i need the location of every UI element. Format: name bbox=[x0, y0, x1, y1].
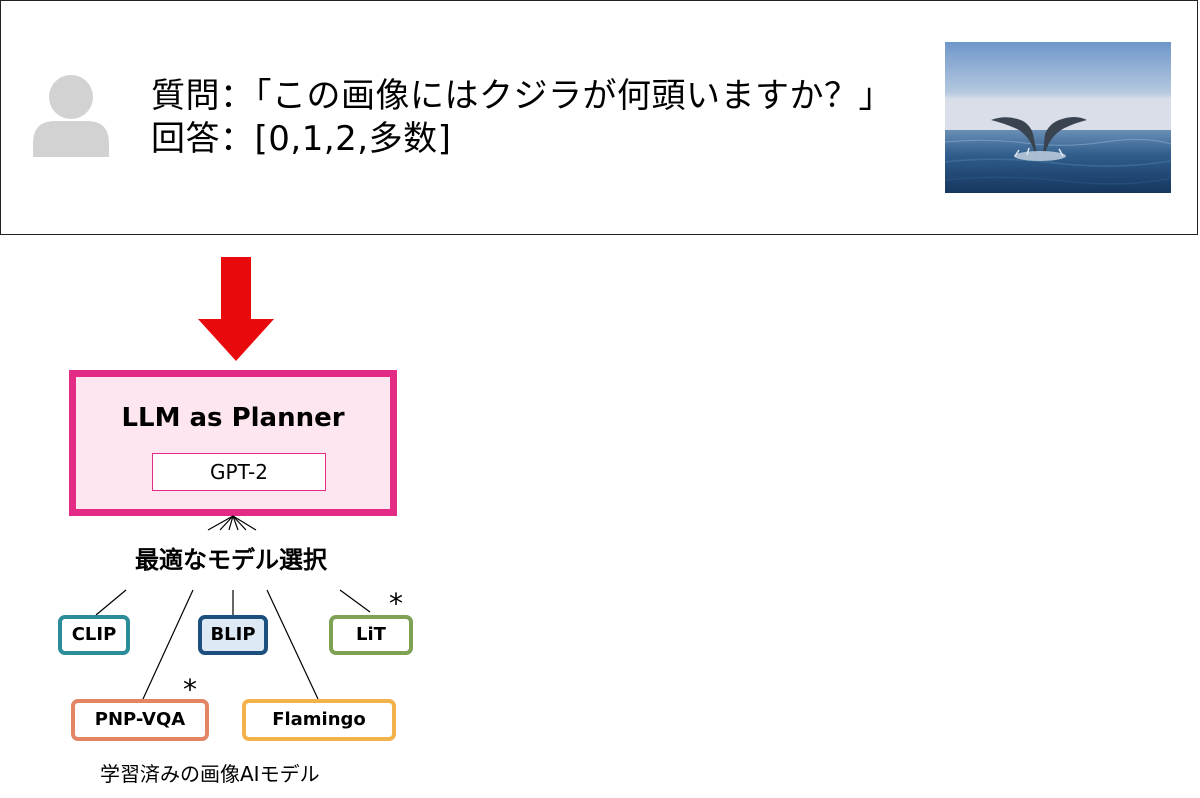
answer-line: 回答：[0,1,2,多数] bbox=[151, 119, 452, 159]
lit-star-mark: * bbox=[389, 587, 403, 620]
model-selection-label: 最適なモデル選択 bbox=[135, 546, 327, 574]
model-clip: CLIP bbox=[58, 615, 130, 655]
down-arrow-icon bbox=[198, 257, 274, 361]
pnp-vqa-star-mark: * bbox=[183, 673, 197, 706]
question-panel: 質問：「この画像にはクジラが何頭いますか？」 回答：[0,1,2,多数] bbox=[0, 0, 1198, 235]
question-line: 質問：「この画像にはクジラが何頭いますか？」 bbox=[151, 76, 893, 116]
models-caption: 学習済みの画像AIモデル bbox=[100, 762, 320, 786]
llm-planner-box: LLM as Planner GPT-2 bbox=[69, 370, 397, 516]
user-avatar-icon bbox=[33, 75, 109, 157]
model-lit: LiT bbox=[329, 615, 413, 655]
whale-tail-photo bbox=[945, 42, 1171, 193]
model-pnp-vqa: PNP-VQA bbox=[71, 699, 209, 741]
planner-model-label: GPT-2 bbox=[152, 453, 326, 491]
model-flamingo: Flamingo bbox=[242, 699, 396, 741]
model-blip: BLIP bbox=[198, 615, 268, 655]
planner-title: LLM as Planner bbox=[121, 403, 345, 433]
question-answer-text: 質問：「この画像にはクジラが何頭いますか？」 回答：[0,1,2,多数] bbox=[151, 75, 893, 161]
